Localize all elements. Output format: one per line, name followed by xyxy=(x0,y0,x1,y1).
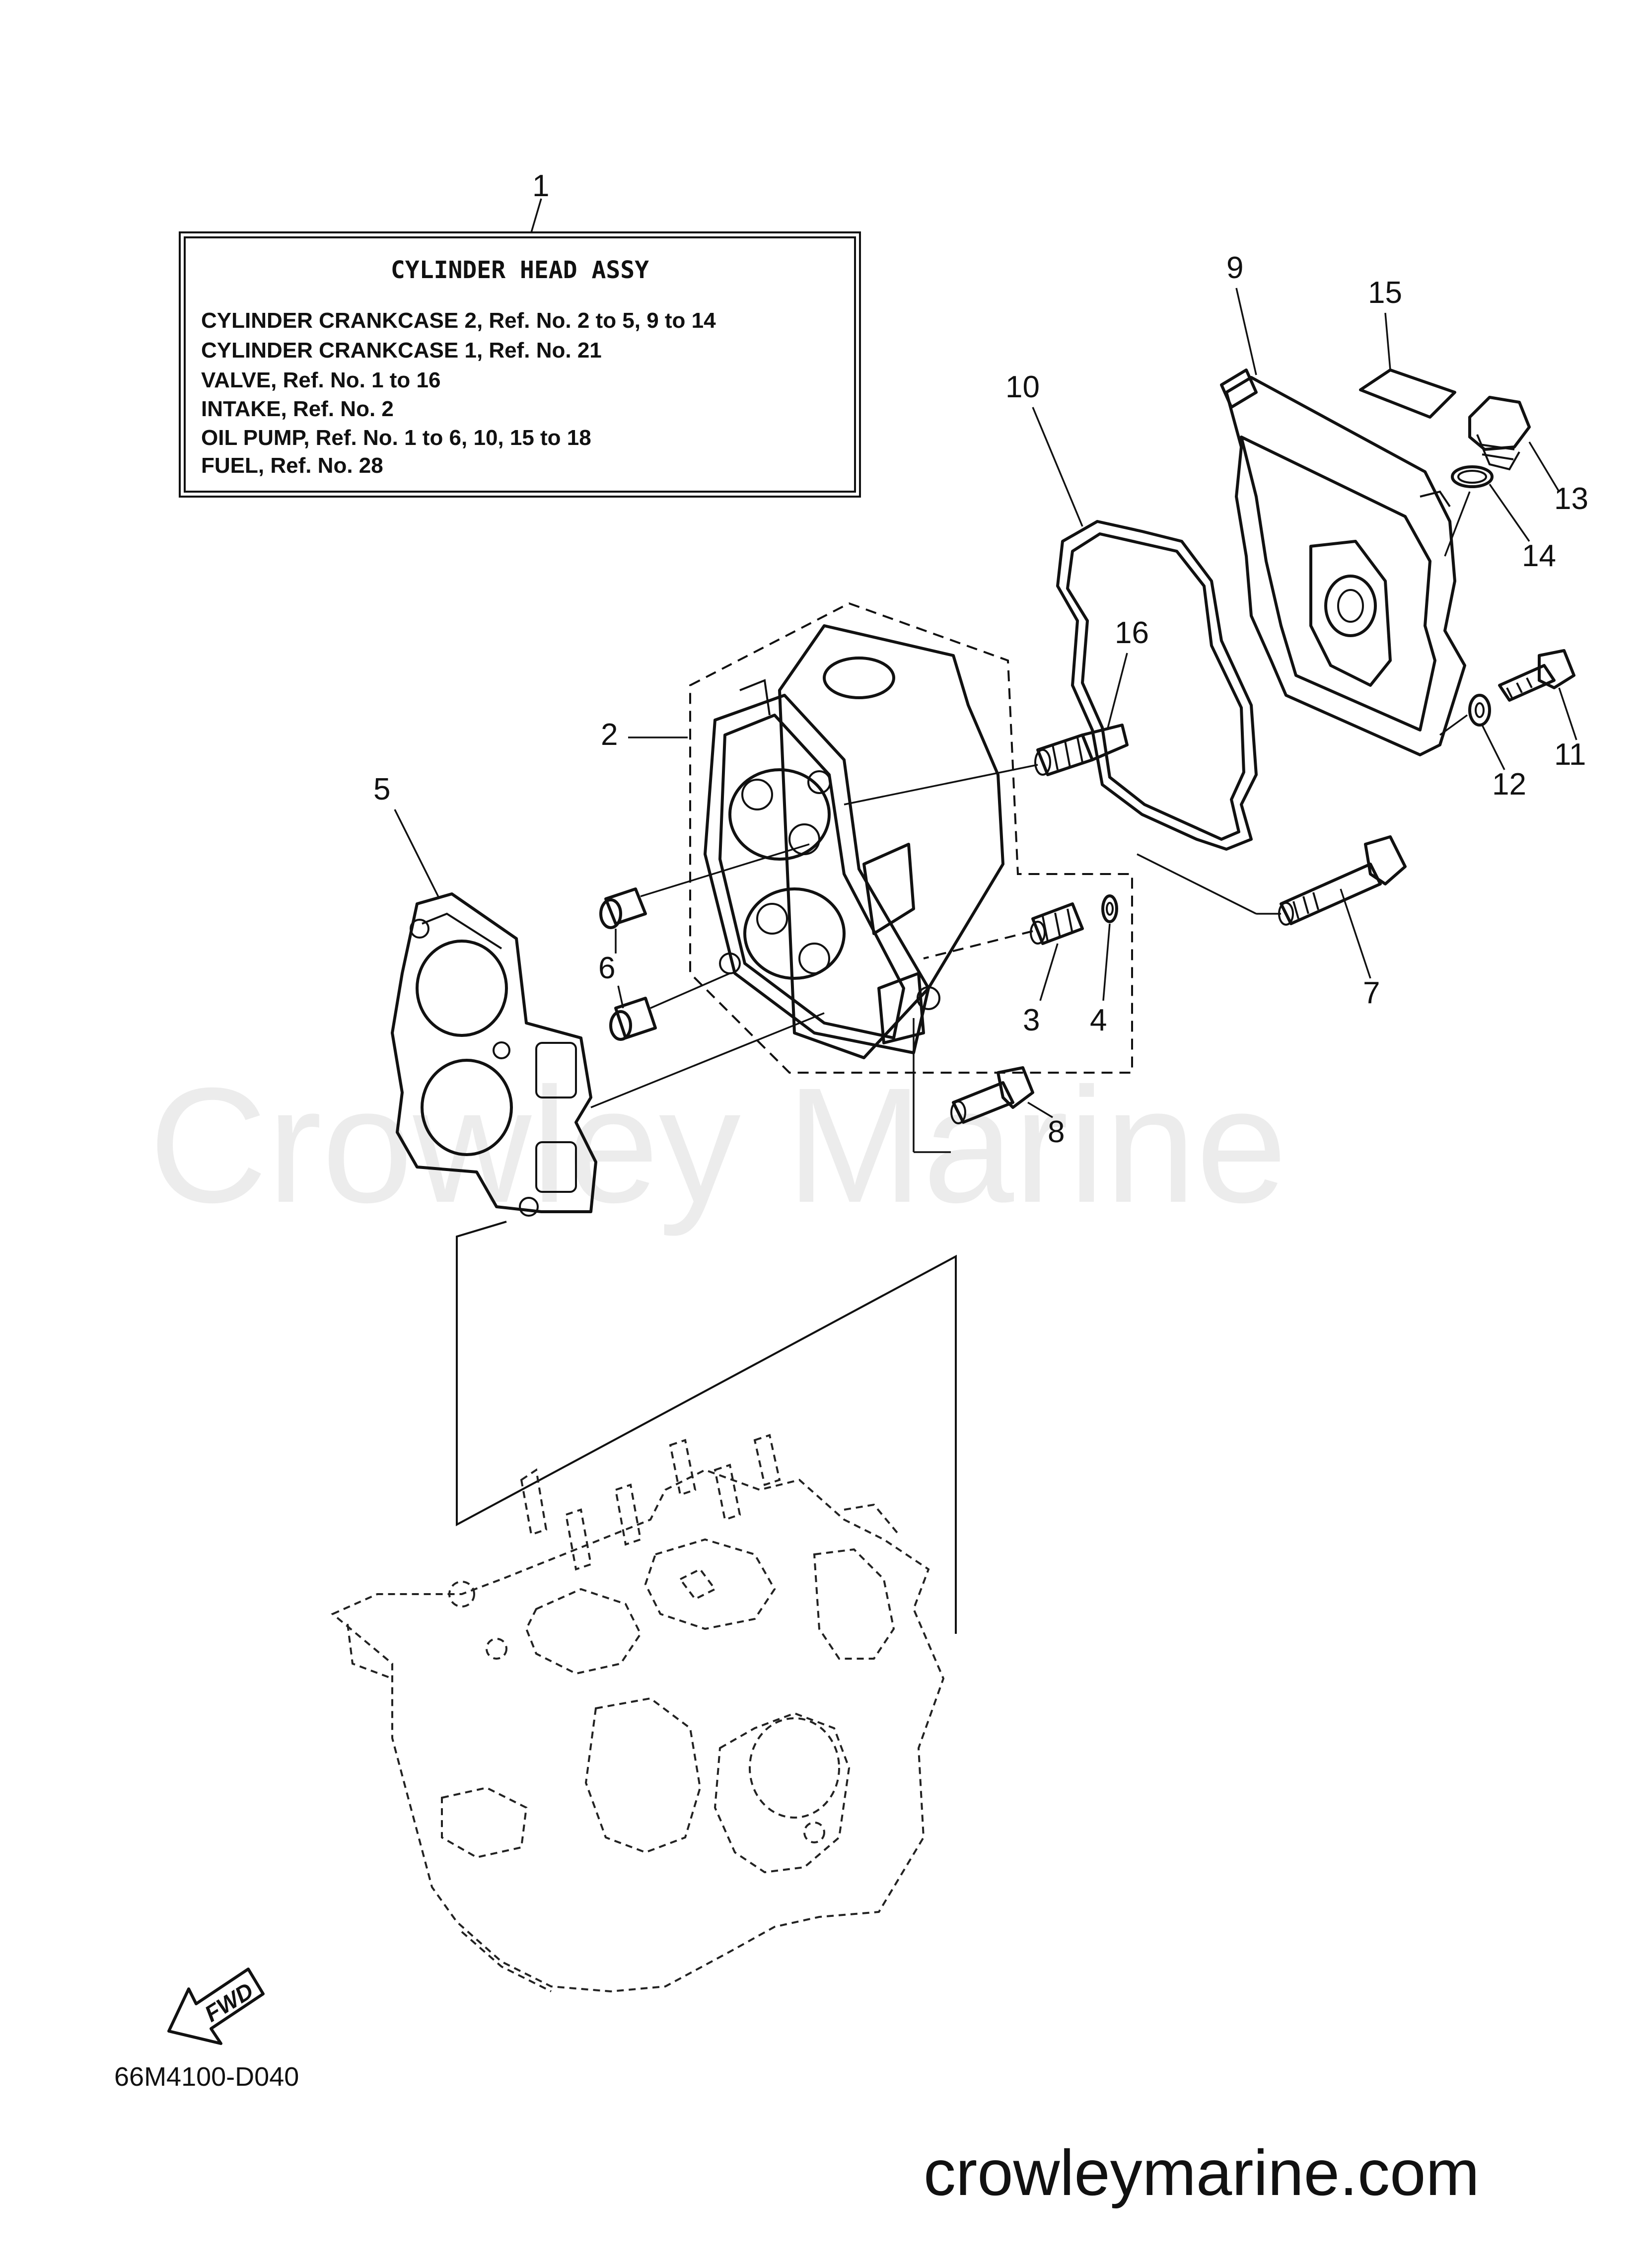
callout-9: 9 xyxy=(1226,251,1243,285)
cover-gasket-part xyxy=(1056,520,1258,851)
part-4 xyxy=(1101,894,1118,923)
watermark-text: Crowley Marine xyxy=(149,1053,1287,1238)
callout-4: 4 xyxy=(1090,1003,1107,1037)
head-gasket-part xyxy=(391,892,597,1217)
callout-1: 1 xyxy=(532,169,549,203)
label-part xyxy=(1359,368,1456,419)
bolt-8-part xyxy=(950,1066,1034,1124)
info-box-title: CYLINDER HEAD ASSY xyxy=(391,256,649,284)
valve-cover-part xyxy=(1220,368,1466,756)
callout-7: 7 xyxy=(1363,976,1380,1010)
info-box: CYLINDER HEAD ASSY CYLINDER CRANKCASE 2,… xyxy=(179,231,861,498)
callout-10: 10 xyxy=(1005,370,1040,404)
callout-14: 14 xyxy=(1522,539,1556,573)
callout-2: 2 xyxy=(601,718,618,752)
cylinder-head-part xyxy=(689,602,1133,1074)
crankcase-phantom xyxy=(331,1434,945,1993)
info-box-line-5: OIL PUMP, Ref. No. 1 to 6, 10, 15 to 18 xyxy=(201,426,591,450)
info-box-line-3: VALVE, Ref. No. 1 to 16 xyxy=(201,368,440,392)
info-box-line-6: FUEL, Ref. No. 28 xyxy=(201,453,383,478)
callout-5: 5 xyxy=(373,772,390,806)
callout-12: 12 xyxy=(1492,767,1526,802)
sensor-16-part xyxy=(1034,724,1129,776)
info-box-line-2: CYLINDER CRANKCASE 1, Ref. No. 21 xyxy=(201,338,602,363)
info-box-line-4: INTAKE, Ref. No. 2 xyxy=(201,397,394,421)
info-box-line-1: CYLINDER CRANKCASE 2, Ref. No. 2 to 5, 9… xyxy=(201,308,716,333)
callout-11: 11 xyxy=(1554,737,1586,772)
dowel-pin-part xyxy=(599,887,657,1041)
callout-3: 3 xyxy=(1023,1003,1040,1037)
washer-12-part xyxy=(1468,694,1491,727)
callout-8: 8 xyxy=(1048,1115,1065,1149)
part-3 xyxy=(1030,902,1084,945)
fwd-label: FWD xyxy=(200,1977,258,2027)
fwd-arrow-icon xyxy=(167,1968,265,2045)
callout-15: 15 xyxy=(1368,276,1402,310)
bolt-7-part xyxy=(1278,835,1407,926)
o-ring-part xyxy=(1451,465,1494,488)
callout-6: 6 xyxy=(598,951,615,985)
bolt-11-part xyxy=(1498,649,1575,702)
drawing-code: 66M4100-D040 xyxy=(114,2062,299,2092)
callout-16: 16 xyxy=(1115,616,1149,650)
callout-13: 13 xyxy=(1554,482,1588,516)
oil-filler-cap-part xyxy=(1468,396,1531,471)
footer-url: crowleymarine.com xyxy=(924,2136,1480,2209)
